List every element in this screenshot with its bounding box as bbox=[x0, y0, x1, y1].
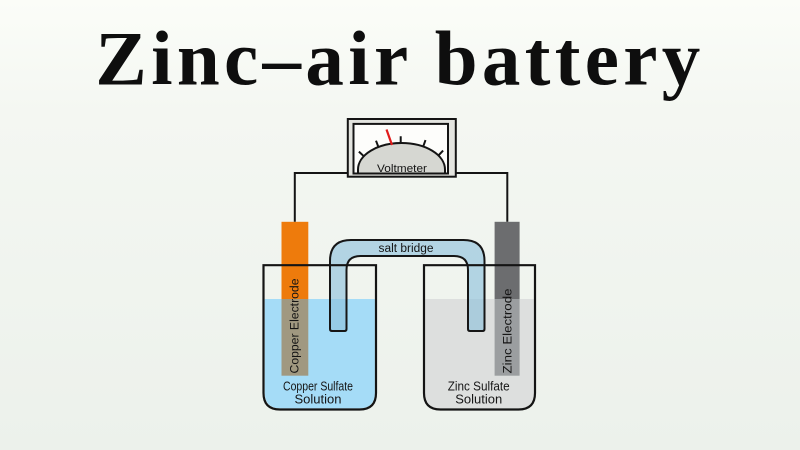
svg-text:salt bridge: salt bridge bbox=[379, 243, 434, 255]
svg-text:Zinc–air battery: Zinc–air battery bbox=[95, 16, 704, 102]
svg-text:Zinc Sulfate: Zinc Sulfate bbox=[448, 379, 510, 394]
svg-text:Solution: Solution bbox=[295, 392, 342, 407]
svg-text:Solution: Solution bbox=[455, 392, 502, 407]
svg-text:Voltmeter: Voltmeter bbox=[377, 163, 427, 175]
svg-text:Copper Electrode: Copper Electrode bbox=[290, 279, 302, 374]
svg-text:Copper Sulfate: Copper Sulfate bbox=[283, 379, 353, 394]
svg-text:Zinc Electrode: Zinc Electrode bbox=[503, 289, 515, 374]
